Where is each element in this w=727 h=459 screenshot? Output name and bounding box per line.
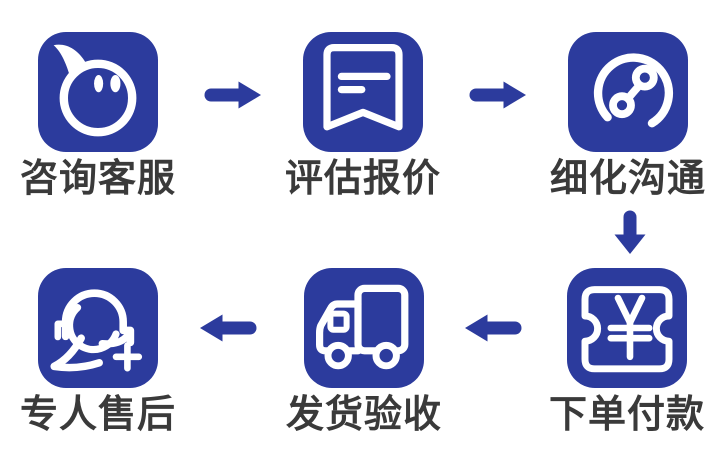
customer-service-chat-icon [38, 32, 158, 152]
arrow-down-icon [613, 209, 647, 255]
phone-handset-glyph [593, 53, 673, 128]
step-delivery-inspection: 发货验收 [286, 268, 441, 435]
step-label: 评估报价 [284, 158, 441, 200]
yuan-coupon-glyph [581, 286, 673, 373]
step-label: 细化沟通 [549, 158, 706, 200]
step-order-payment: 下单付款 [549, 268, 704, 435]
after-sales-agent-icon [38, 268, 158, 388]
arrow-right-icon [467, 80, 527, 110]
phone-communication-icon [568, 32, 688, 152]
arrow-left-icon [464, 313, 524, 343]
quote-bookmark-icon [303, 32, 423, 152]
headset-agent-glyph [50, 289, 143, 372]
truck-glyph [316, 284, 409, 370]
step-refine-communication: 细化沟通 [550, 32, 705, 199]
chat-messenger-glyph [53, 44, 137, 137]
step-label: 发货验收 [285, 394, 442, 436]
delivery-truck-icon [304, 268, 424, 388]
payment-ticket-icon [567, 268, 687, 388]
step-evaluate-quote: 评估报价 [285, 32, 440, 199]
step-consult-service: 咨询客服 [20, 32, 175, 199]
bookmark-document-glyph [323, 44, 403, 131]
step-label: 咨询客服 [19, 158, 176, 200]
arrow-left-icon [199, 313, 259, 343]
step-after-sales: 专人售后 [20, 268, 175, 435]
step-label: 专人售后 [19, 394, 176, 436]
arrow-right-icon [202, 80, 262, 110]
step-label: 下单付款 [548, 394, 705, 436]
